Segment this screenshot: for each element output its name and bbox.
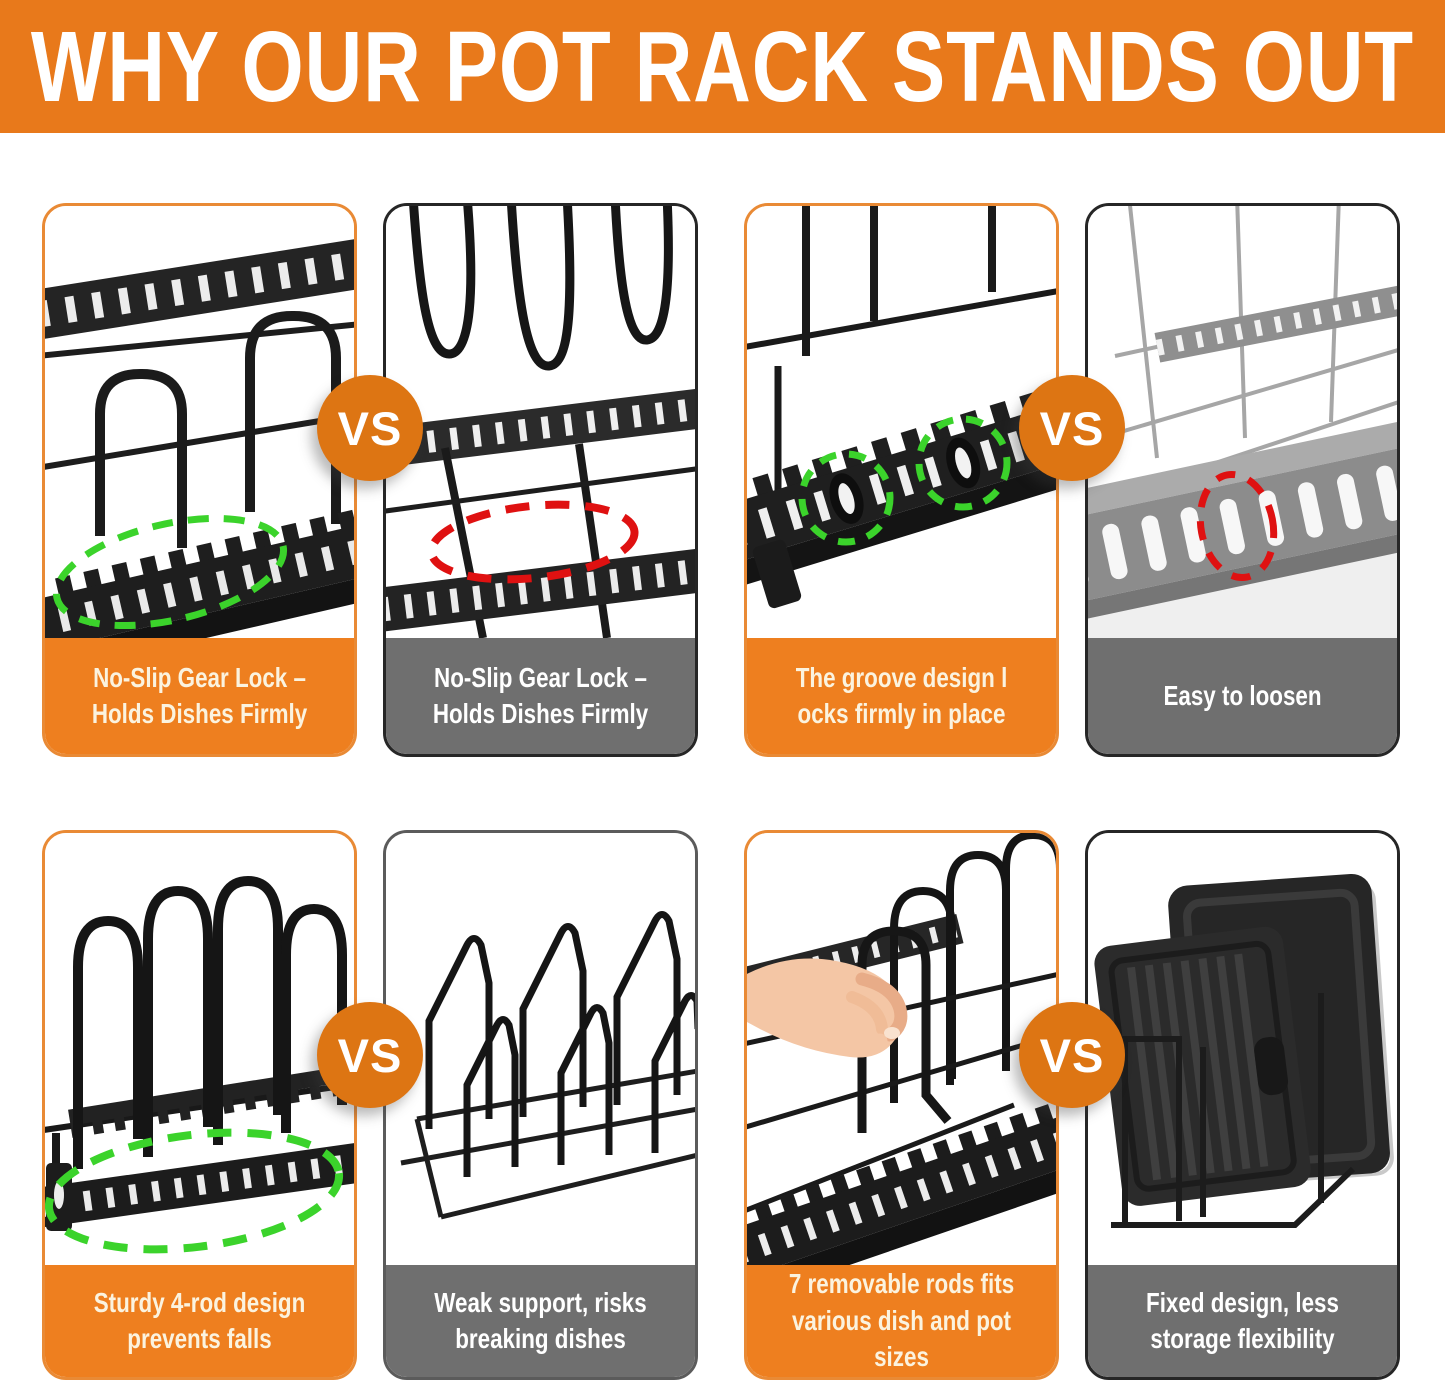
good-product-card-groove: The groove design l ocks firmly in place [744,203,1059,757]
good-caption-text: Sturdy 4-rod design prevents falls [93,1286,306,1354]
bad-product-card-gear-lock: No-Slip Gear Lock – Holds Dishes Firmly [383,203,698,757]
good-product-photo [45,833,354,1265]
vs-badge: VS [1019,1002,1125,1108]
vs-label: VS [1039,1028,1105,1082]
comparison-row-1: No-Slip Gear Lock – Holds Dishes Firmly … [42,203,1403,757]
removable-rods-good-illustration [747,833,1056,1265]
four-rod-good-illustration [45,875,354,1254]
bad-product-card-fixed: Fixed design, less storage flexibility [1085,830,1400,1380]
gear-lock-bad-illustration [386,206,695,638]
comparison-pair-groove: The groove design l ocks firmly in place… [744,203,1400,757]
good-caption-text: The groove design l ocks firmly in place [795,661,1008,729]
vs-label: VS [1039,401,1105,455]
comparison-pair-gear-lock: No-Slip Gear Lock – Holds Dishes Firmly … [42,203,698,757]
good-caption-text: No-Slip Gear Lock – Holds Dishes Firmly [91,661,308,729]
bad-caption-text: No-Slip Gear Lock – Holds Dishes Firmly [432,661,649,729]
comparison-pair-removable-rods: 7 removable rods fits various dish and p… [744,830,1400,1380]
bad-product-photo [1088,833,1397,1265]
good-product-photo [45,206,354,638]
good-product-card-gear-lock: No-Slip Gear Lock – Holds Dishes Firmly [42,203,357,757]
good-product-card-removable: 7 removable rods fits various dish and p… [744,830,1059,1380]
good-caption-text: 7 removable rods fits various dish and p… [788,1268,1015,1373]
good-product-photo [747,833,1056,1265]
bad-caption-text: Weak support, risks breaking dishes [434,1286,647,1354]
highlight-green-ellipse [52,514,288,630]
hand-illustration [747,958,908,1058]
highlight-red-circle [1196,470,1278,582]
page-title: WHY OUR POT RACK STANDS OUT [30,10,1415,123]
bad-caption-text: Fixed design, less storage flexibility [1146,1286,1339,1354]
vs-badge: VS [317,1002,423,1108]
weak-support-bad-illustration [400,911,695,1220]
groove-good-illustration [747,206,1056,609]
gear-lock-good-illustration [45,231,354,638]
comparison-row-2: Sturdy 4-rod design prevents falls VS [42,830,1403,1380]
bad-product-photo [386,206,695,638]
bad-caption: No-Slip Gear Lock – Holds Dishes Firmly [386,638,695,754]
removable-rod [857,926,952,1133]
banner: WHY OUR POT RACK STANDS OUT [0,0,1445,133]
good-product-photo [747,206,1056,638]
bad-product-photo [386,833,695,1265]
groove-bad-illustration [1088,206,1397,638]
bad-caption: Fixed design, less storage flexibility [1088,1265,1397,1377]
highlight-red-ellipse [427,500,639,584]
good-caption: The groove design l ocks firmly in place [747,638,1056,754]
good-caption: 7 removable rods fits various dish and p… [747,1265,1056,1377]
comparison-grid: No-Slip Gear Lock – Holds Dishes Firmly … [0,133,1445,1380]
bad-product-photo [1088,206,1397,638]
bad-product-card-weak-support: Weak support, risks breaking dishes [383,830,698,1380]
vs-badge: VS [1019,375,1125,481]
bad-caption: Weak support, risks breaking dishes [386,1265,695,1377]
vs-label: VS [337,401,403,455]
highlight-green-circles [798,415,1011,546]
good-caption: No-Slip Gear Lock – Holds Dishes Firmly [45,638,354,754]
comparison-pair-rod-support: Sturdy 4-rod design prevents falls VS [42,830,698,1380]
vs-badge: VS [317,375,423,481]
good-product-card-rods: Sturdy 4-rod design prevents falls [42,830,357,1380]
bad-caption-text: Easy to loosen [1163,679,1322,711]
bad-product-card-groove: Easy to loosen [1085,203,1400,757]
fixed-design-bad-illustration [1094,874,1394,1228]
vs-label: VS [337,1028,403,1082]
bad-caption: Easy to loosen [1088,638,1397,754]
good-caption: Sturdy 4-rod design prevents falls [45,1265,354,1377]
